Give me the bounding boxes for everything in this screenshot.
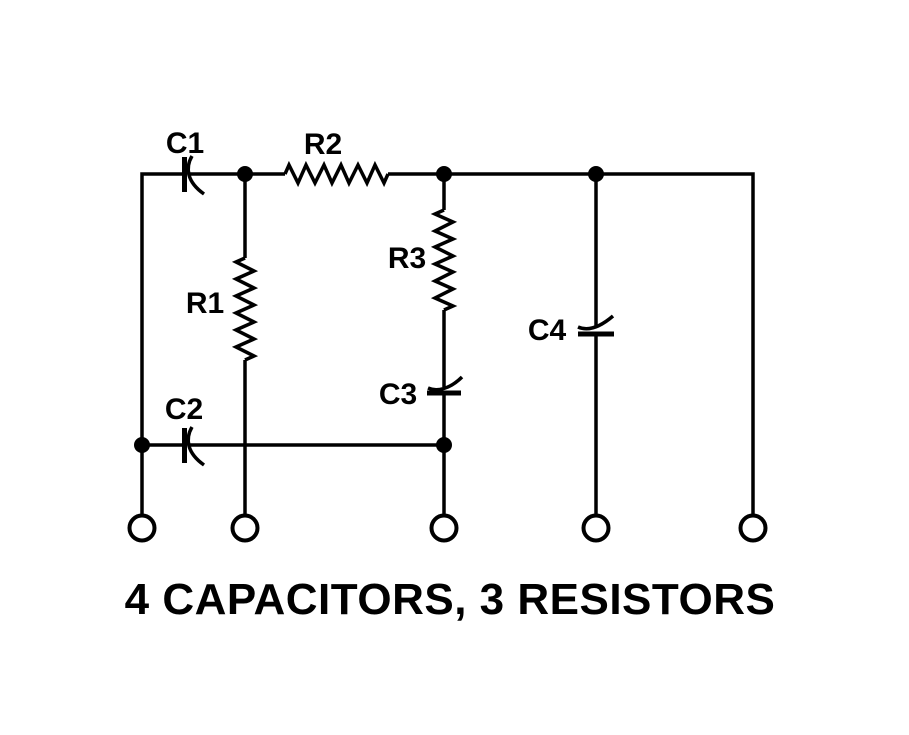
label-r2: R2 xyxy=(304,128,342,161)
label-r3: R3 xyxy=(388,242,426,275)
terminal-2 xyxy=(230,513,260,543)
terminal-5 xyxy=(738,513,768,543)
resistor-r1-zigzag xyxy=(231,256,259,362)
wire-left-edge xyxy=(140,172,183,516)
junction-dot-top-c4 xyxy=(588,166,604,182)
capacitor-c3-plate-curved xyxy=(427,375,464,392)
label-c2: C2 xyxy=(165,393,203,426)
junction-dot-top-r1 xyxy=(237,166,253,182)
junction-dot-top-r3 xyxy=(436,166,452,182)
label-r1: R1 xyxy=(186,287,224,320)
terminal-1 xyxy=(127,513,157,543)
capacitor-c2-plate-curved xyxy=(186,426,206,467)
wire-group xyxy=(140,155,755,516)
resistor-r3-zigzag xyxy=(430,208,458,312)
label-c1: C1 xyxy=(166,127,204,160)
capacitor-c4-plate-curved xyxy=(577,314,615,331)
terminal-group xyxy=(127,513,768,543)
capacitor-c1-plate-curved xyxy=(186,155,206,196)
diagram-title: 4 CAPACITORS, 3 RESISTORS xyxy=(125,575,776,624)
label-c4: C4 xyxy=(528,314,567,347)
label-c3: C3 xyxy=(379,378,417,411)
wire-top-right-edge xyxy=(388,172,755,516)
junction-dot-bottom-left xyxy=(134,437,150,453)
junction-dot-group xyxy=(134,166,604,453)
label-group: C1 R2 R3 R1 C4 C3 C2 xyxy=(165,127,567,426)
capacitor-plate-group xyxy=(182,157,614,463)
junction-dot-bottom-right xyxy=(436,437,452,453)
resistor-r2-zigzag xyxy=(283,160,390,188)
terminal-3 xyxy=(429,513,459,543)
terminal-4 xyxy=(581,513,611,543)
